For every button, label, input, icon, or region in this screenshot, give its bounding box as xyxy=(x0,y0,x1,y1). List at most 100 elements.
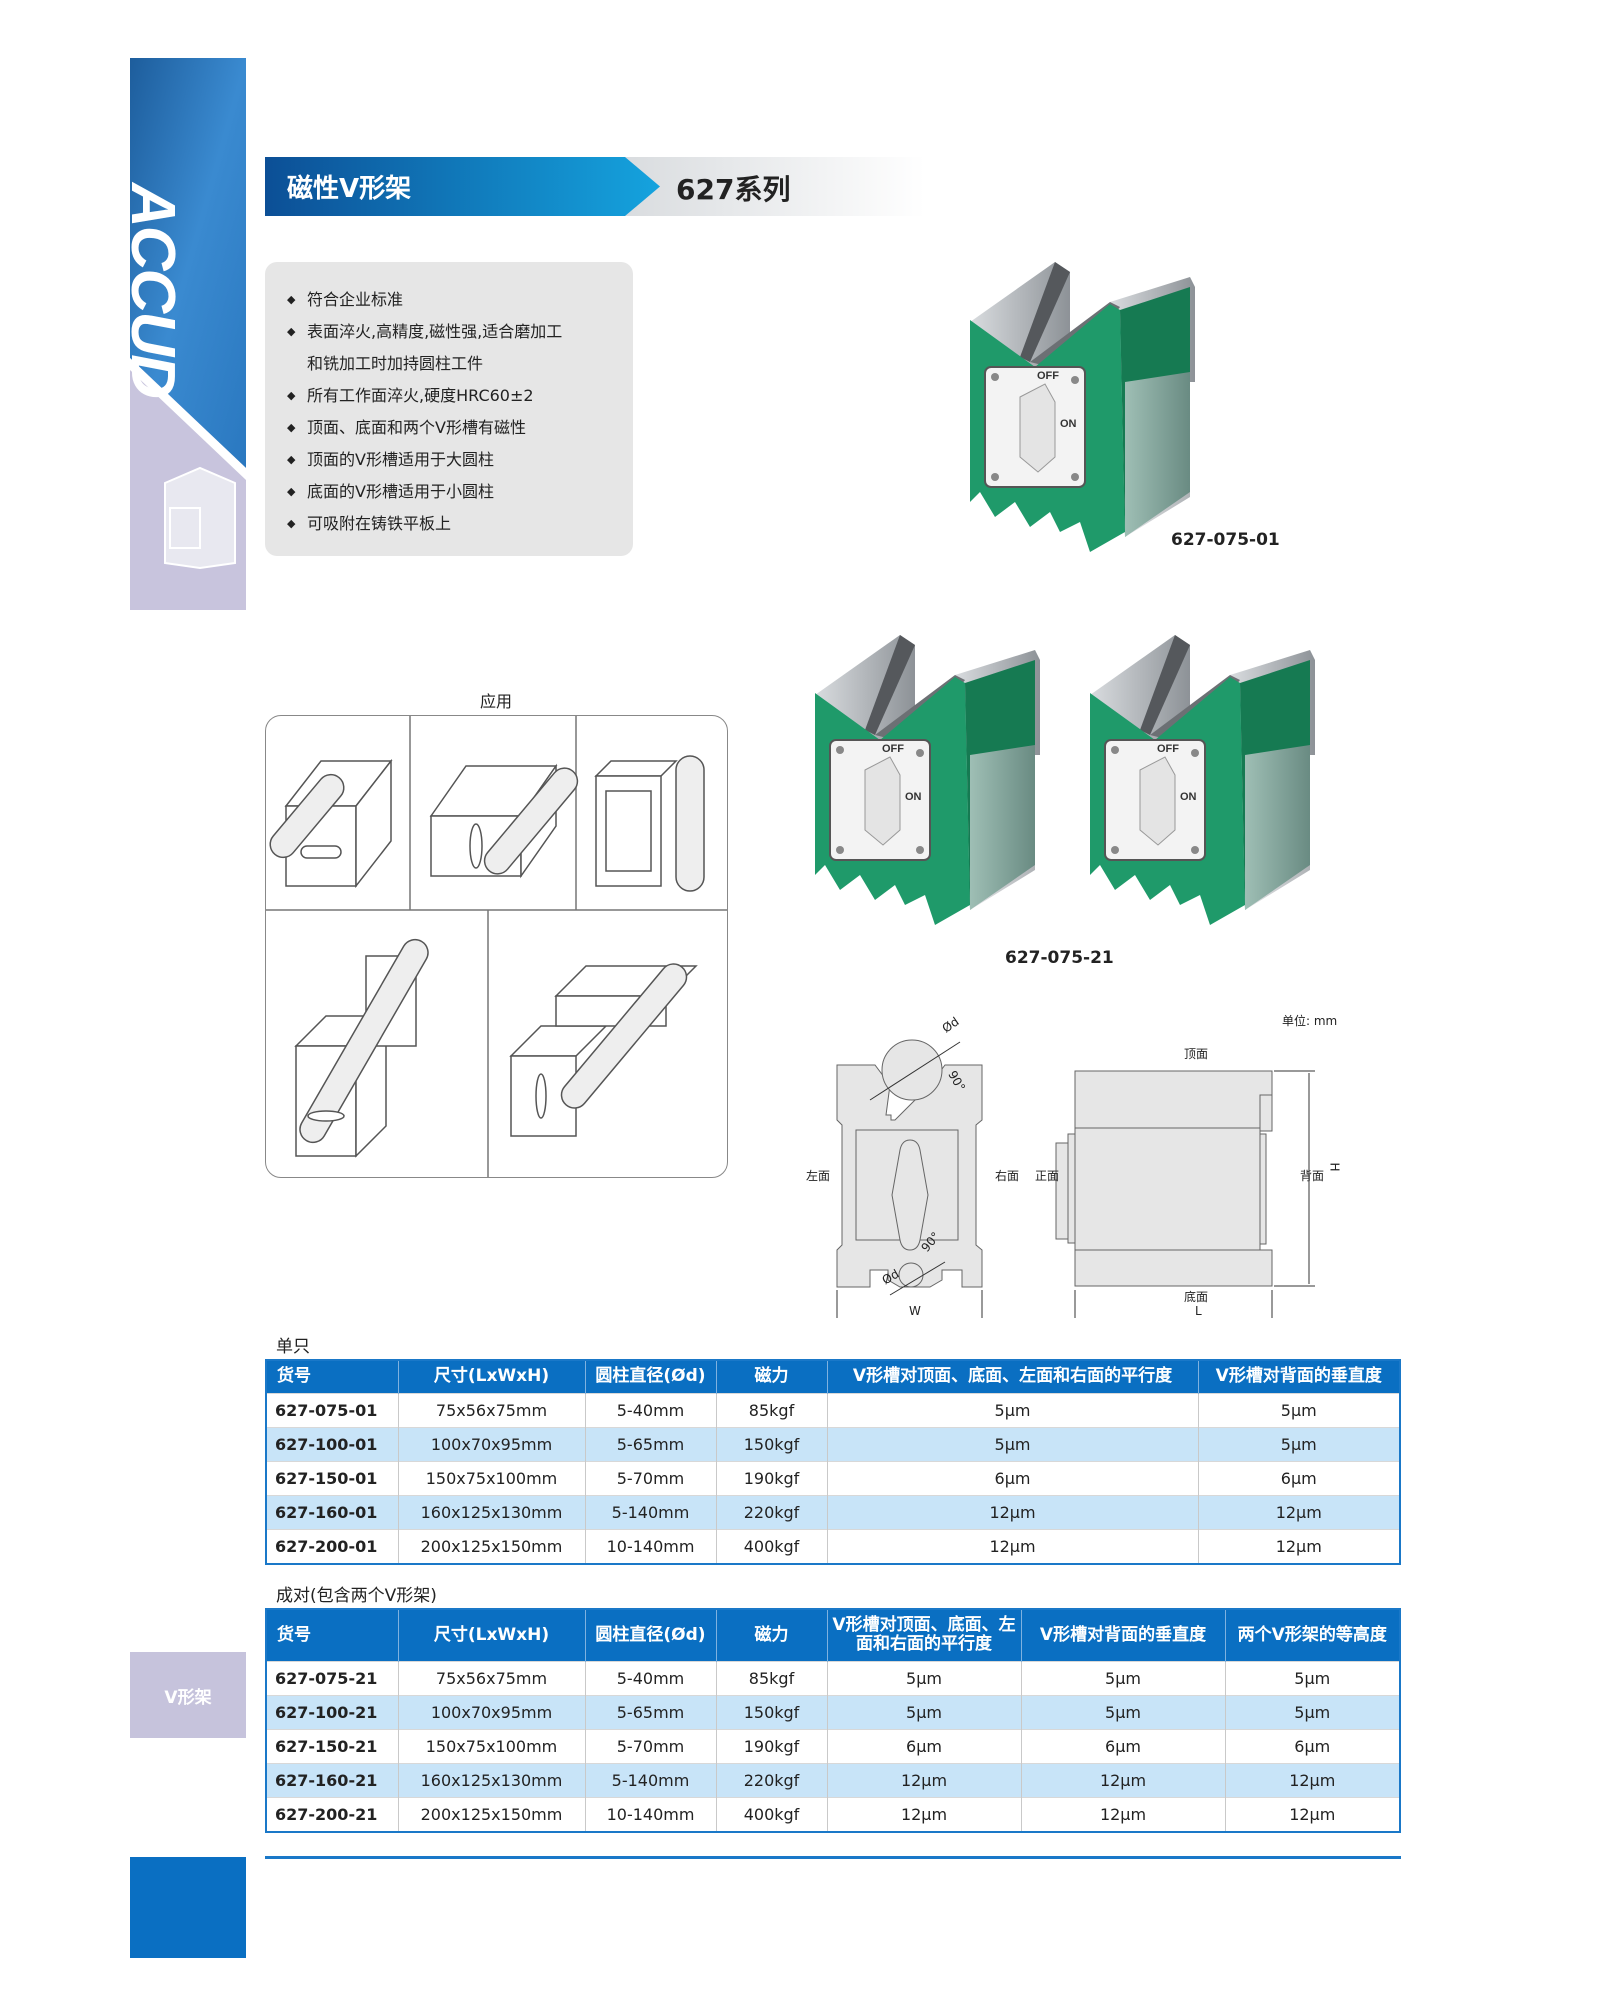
table-cell: 6μm xyxy=(1225,1728,1401,1763)
column-header: 两个V形架的等高度 xyxy=(1225,1609,1401,1661)
table-cell: 5-70mm xyxy=(585,1460,717,1495)
label-length: L xyxy=(1195,1304,1202,1318)
table-cell: 12μm xyxy=(1198,1528,1401,1564)
table-cell: 190kgf xyxy=(716,1460,828,1495)
table-cell: 5-65mm xyxy=(585,1694,717,1729)
label-back-face: 背面 xyxy=(1300,1169,1325,1183)
v-block-icon xyxy=(164,466,236,570)
feature-text: 所有工作面淬火,硬度HRC60±2 xyxy=(307,386,534,405)
dimension-diagram xyxy=(836,1039,1315,1318)
page-title: 磁性V形架 xyxy=(287,174,412,204)
table-cell: 400kgf xyxy=(716,1528,828,1564)
switch-on-label: ON xyxy=(1180,791,1197,803)
diamond-bullet-icon: ◆ xyxy=(287,453,296,466)
column-header: 尺寸(LxWxH) xyxy=(398,1360,586,1393)
table-cell: 12μm xyxy=(1021,1796,1226,1832)
feature-item: ◆所有工作面淬火,硬度HRC60±2 xyxy=(287,380,633,412)
feature-item: 和铣加工时加持圆柱工件 xyxy=(287,348,633,380)
table-cell: 200x125x150mm xyxy=(398,1796,586,1832)
table-cell: 6μm xyxy=(827,1460,1199,1495)
label-bottom-face: 底面 xyxy=(1184,1290,1209,1304)
column-header: V形槽对顶面、底面、左面和右面的平行度 xyxy=(827,1609,1022,1661)
feature-item: ◆符合企业标准 xyxy=(287,284,633,316)
part-number-cell: 627-150-21 xyxy=(266,1728,399,1763)
feature-item: ◆ 顶面的V形槽适用于大圆柱 xyxy=(287,444,633,476)
footer-divider xyxy=(265,1856,1401,1859)
column-header: 圆柱直径(Ød) xyxy=(585,1609,717,1661)
section-tab-v-block[interactable]: V形架 xyxy=(130,1652,246,1738)
title-banner xyxy=(265,157,925,216)
brand-logo: ACCUD xyxy=(130,183,187,397)
column-header: 圆柱直径(Ød) xyxy=(585,1360,717,1393)
table-cell: 220kgf xyxy=(716,1762,828,1797)
table-cell: 12μm xyxy=(1021,1762,1226,1797)
part-number-cell: 627-160-01 xyxy=(266,1494,399,1529)
application-drawings xyxy=(266,716,727,1177)
single-table-label: 单只 xyxy=(276,1337,310,1357)
feature-item: ◆顶面、底面和两个V形槽有磁性 xyxy=(287,412,633,444)
switch-off-label: OFF xyxy=(882,743,904,755)
table-cell: 5-40mm xyxy=(585,1660,717,1695)
part-number-cell: 627-150-01 xyxy=(266,1460,399,1495)
table-cell: 75x56x75mm xyxy=(398,1660,586,1695)
application-drawing-1 xyxy=(269,758,393,889)
table-cell: 150kgf xyxy=(716,1426,828,1461)
table-cell: 5μm xyxy=(1198,1392,1401,1427)
table-cell: 6μm xyxy=(1198,1460,1401,1495)
sidebar-brand-strip: ACCUD xyxy=(130,58,246,610)
front-view-drawing xyxy=(836,1039,983,1288)
table-cell: 85kgf xyxy=(716,1660,828,1695)
label-left-face: 左面 xyxy=(806,1169,831,1183)
feature-item: ◆底面的V形槽适用于小圆柱 xyxy=(287,476,633,508)
table-cell: 190kgf xyxy=(716,1728,828,1763)
table-cell: 5μm xyxy=(1225,1694,1401,1729)
switch-off-label: OFF xyxy=(1157,743,1179,755)
feature-text: 顶面的V形槽适用于大圆柱 xyxy=(307,450,494,469)
table-cell: 12μm xyxy=(827,1796,1022,1832)
diamond-bullet-icon: ◆ xyxy=(287,517,296,530)
table-cell: 5-70mm xyxy=(585,1728,717,1763)
part-number-cell: 627-075-01 xyxy=(266,1392,399,1427)
product-label-pair: 627-075-21 xyxy=(1005,948,1114,968)
diamond-bullet-icon: ◆ xyxy=(287,485,296,498)
table-cell: 5μm xyxy=(1021,1660,1226,1695)
table-cell: 160x125x130mm xyxy=(398,1762,586,1797)
column-header: 磁力 xyxy=(716,1360,828,1393)
table-cell: 12μm xyxy=(827,1528,1199,1564)
table-cell: 400kgf xyxy=(716,1796,828,1832)
table-cell: 150x75x100mm xyxy=(398,1728,586,1763)
product-image-pair-right xyxy=(1075,635,1325,935)
table-cell: 150x75x100mm xyxy=(398,1460,586,1495)
switch-on-label: ON xyxy=(905,791,922,803)
table-cell: 5-140mm xyxy=(585,1494,717,1529)
column-header: V形槽对背面的垂直度 xyxy=(1021,1609,1226,1661)
application-label: 应用 xyxy=(480,692,513,711)
column-header: V形槽对背面的垂直度 xyxy=(1198,1360,1401,1393)
feature-text: 可吸附在铸铁平板上 xyxy=(307,514,452,533)
unit-label: 单位: mm xyxy=(1282,1014,1338,1028)
part-number-cell: 627-200-21 xyxy=(266,1796,399,1832)
application-illustrations xyxy=(265,715,728,1178)
table-cell: 12μm xyxy=(827,1762,1022,1797)
table-cell: 100x70x95mm xyxy=(398,1426,586,1461)
diamond-bullet-icon: ◆ xyxy=(287,293,296,306)
table-cell: 5μm xyxy=(827,1660,1022,1695)
series-title: 627系列 xyxy=(676,173,791,206)
feature-text: 和铣加工时加持圆柱工件 xyxy=(307,354,484,373)
part-number-cell: 627-100-21 xyxy=(266,1694,399,1729)
switch-off-label: OFF xyxy=(1037,370,1059,382)
label-height: H xyxy=(1327,1162,1342,1172)
feature-list: ◆符合企业标准◆表面淬火,高精度,磁性强,适合磨加工和铣加工时加持圆柱工件◆所有… xyxy=(265,262,633,540)
label-top-face: 顶面 xyxy=(1184,1047,1209,1061)
table-cell: 220kgf xyxy=(716,1494,828,1529)
table-cell: 75x56x75mm xyxy=(398,1392,586,1427)
application-drawing-3 xyxy=(594,755,705,892)
table-cell: 200x125x150mm xyxy=(398,1528,586,1564)
